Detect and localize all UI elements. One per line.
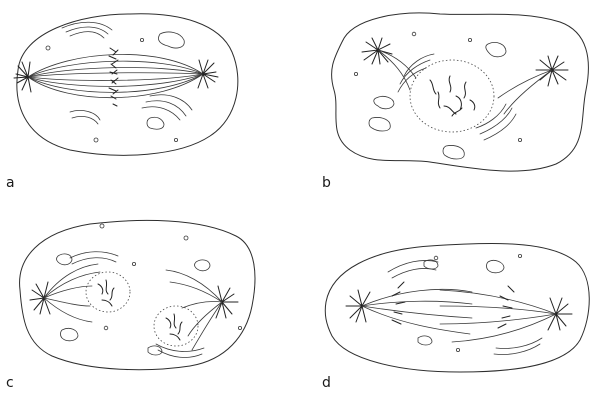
panel-d-cell <box>325 243 589 372</box>
panel-b-aster-left <box>362 38 416 90</box>
panel-a-label: a <box>6 176 15 190</box>
panel-c-label: c <box>6 376 14 390</box>
panel-c-nucleus-right <box>154 306 198 346</box>
panel-b-cell <box>332 13 589 171</box>
panel-c-nucleus-left <box>86 272 130 312</box>
panel-d-organelles <box>388 254 542 354</box>
panel-c-aster-right <box>166 270 238 350</box>
panel-a-cell <box>14 14 238 155</box>
panel-d-spindle <box>362 289 556 342</box>
panel-b-chromosomes <box>430 76 475 116</box>
panel-d-aster-left <box>346 290 370 322</box>
panel-c-organelles <box>57 252 242 358</box>
panel-b-aster-right <box>498 56 568 114</box>
panel-b-nuclear-envelope <box>410 60 494 132</box>
panel-c-aster-left <box>30 264 100 322</box>
panel-c-membrane <box>20 220 255 369</box>
panel-d-chromosomes <box>392 282 514 328</box>
panel-a-membrane <box>17 14 238 155</box>
panel-c-chromosomes <box>98 280 182 340</box>
panel-d-label: d <box>322 376 331 390</box>
panel-c-cell <box>20 220 255 369</box>
panel-d-aster-right <box>548 298 572 330</box>
panel-b-label: b <box>322 176 331 190</box>
